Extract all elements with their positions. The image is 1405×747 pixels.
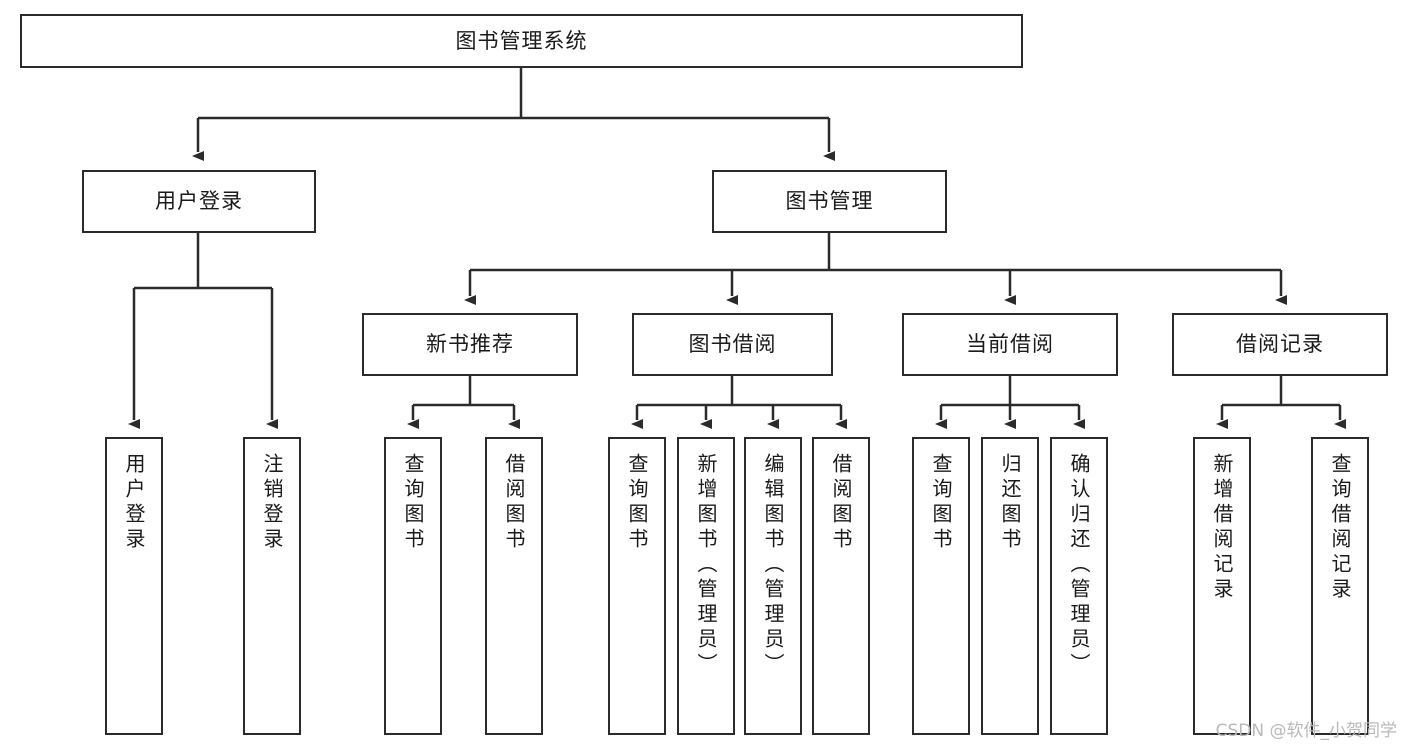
leaf-confirm-return-label: 确认归还（管理员） [1067,453,1091,678]
leaf-query-book-1-label: 查询图书 [401,453,425,553]
leaf-add-book-label: 新增图书（管理员） [694,453,718,678]
node-root[interactable]: 图书管理系统 [20,14,1023,68]
leaf-query-book-2-label: 查询图书 [625,453,649,553]
node-user-login-label: 用户登录 [155,189,243,214]
node-book-borrow-label: 图书借阅 [688,332,777,357]
node-new-book-rec-label: 新书推荐 [426,332,514,357]
node-current-borrow[interactable]: 当前借阅 [902,313,1118,376]
leaf-edit-book[interactable]: 编辑图书（管理员） [744,437,802,735]
node-borrow-record[interactable]: 借阅记录 [1172,313,1388,376]
node-user-login[interactable]: 用户登录 [82,170,316,233]
leaf-logout-login-label: 注销登录 [260,453,284,553]
node-root-label: 图书管理系统 [455,28,588,53]
leaf-user-login-label: 用户登录 [122,453,146,553]
leaf-borrow-book-1-label: 借阅图书 [502,453,526,553]
leaf-add-record[interactable]: 新增借阅记录 [1193,437,1251,735]
leaf-logout-login[interactable]: 注销登录 [243,437,301,735]
leaf-query-book-1[interactable]: 查询图书 [384,437,442,735]
leaf-query-record-label: 查询借阅记录 [1328,453,1352,603]
node-current-borrow-label: 当前借阅 [966,332,1054,357]
leaf-edit-book-label: 编辑图书（管理员） [761,453,785,678]
leaf-query-book-3[interactable]: 查询图书 [912,437,970,735]
node-book-borrow[interactable]: 图书借阅 [632,313,833,376]
leaf-confirm-return[interactable]: 确认归还（管理员） [1050,437,1108,735]
leaf-borrow-book-1[interactable]: 借阅图书 [485,437,543,735]
leaf-query-book-3-label: 查询图书 [929,453,953,553]
leaf-add-record-label: 新增借阅记录 [1210,453,1234,603]
leaf-user-login[interactable]: 用户登录 [105,437,163,735]
node-borrow-record-label: 借阅记录 [1236,332,1324,357]
leaf-borrow-book-2-label: 借阅图书 [829,453,853,553]
leaf-return-book-label: 归还图书 [998,453,1022,553]
leaf-query-record[interactable]: 查询借阅记录 [1311,437,1369,735]
node-book-manage[interactable]: 图书管理 [712,170,947,233]
node-book-manage-label: 图书管理 [785,189,874,214]
leaf-query-book-2[interactable]: 查询图书 [608,437,666,735]
leaf-borrow-book-2[interactable]: 借阅图书 [812,437,870,735]
node-new-book-rec[interactable]: 新书推荐 [362,313,578,376]
leaf-add-book[interactable]: 新增图书（管理员） [677,437,735,735]
leaf-return-book[interactable]: 归还图书 [981,437,1039,735]
